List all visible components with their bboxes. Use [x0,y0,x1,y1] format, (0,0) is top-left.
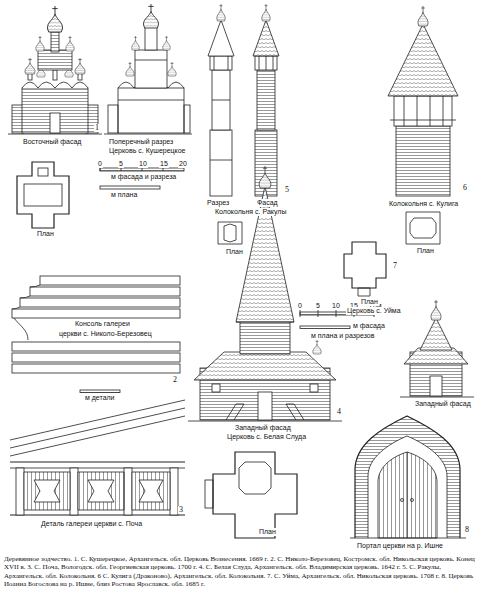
drawing-label: Колокольня с. Ракулы [214,208,287,216]
figure-number: 3 [178,506,184,514]
drawing-label: Колокольня с. Кулига [388,200,459,208]
drawing-label: м фасада и разреза [110,173,177,181]
drawing-label: 5 [118,160,124,168]
drawing-label: План [360,298,379,306]
figure-number: 6 [462,184,468,192]
drawing-label: Восточный фасад [22,138,82,146]
figure-number: 2 [172,376,178,384]
drawing-label: Западный фасад [414,400,472,408]
drawing-label: Церковь с. Белая Слуда [226,433,307,441]
figure-number: 1 [94,124,100,132]
figure-number: 5 [284,186,290,194]
drawing-label: 10 [331,302,341,310]
figure-number: 7 [392,262,398,270]
drawing-label: План [416,247,435,255]
drawing-label: церкви с. Николо-Березовец [58,330,153,338]
drawing-label: План [258,528,277,536]
drawing-label: Разрез [206,199,230,207]
drawing-label: Деталь галереи церкви с. Поча [40,520,143,528]
drawing-label: 15 [159,160,169,168]
drawing-label: м плана [110,191,138,199]
drawing-label: 5 [315,302,321,310]
figure-number: 8 [464,526,470,534]
drawing-label: 10 [138,160,148,168]
figure-number: 4 [336,408,342,416]
drawing-label: План [225,248,244,256]
drawing-label: Церковь с. Кушерецкое [108,147,187,155]
drawing-label: Поперечный разрез [108,138,174,146]
drawing-label: м плана и разрезов [310,332,375,340]
figure-caption: Деревянное зодчество. 1. С. Кушерецкое, … [4,555,478,589]
drawing-label: м фасада [352,322,386,330]
drawing-label: 20 [178,160,188,168]
drawing-label: Консоль галереи [74,320,131,328]
drawing-label: 0 [97,160,103,168]
drawing-label: м детали [84,394,116,402]
drawing-label: План [36,230,55,238]
drawing-label: Западный фасад [234,424,292,432]
drawing-label: Фасад [256,199,279,207]
drawing-label: Портал церкви на р. Ишне [356,542,444,550]
drawing-label: Церковь с. Уйма [346,307,402,315]
drawing-label: 0 [297,302,303,310]
